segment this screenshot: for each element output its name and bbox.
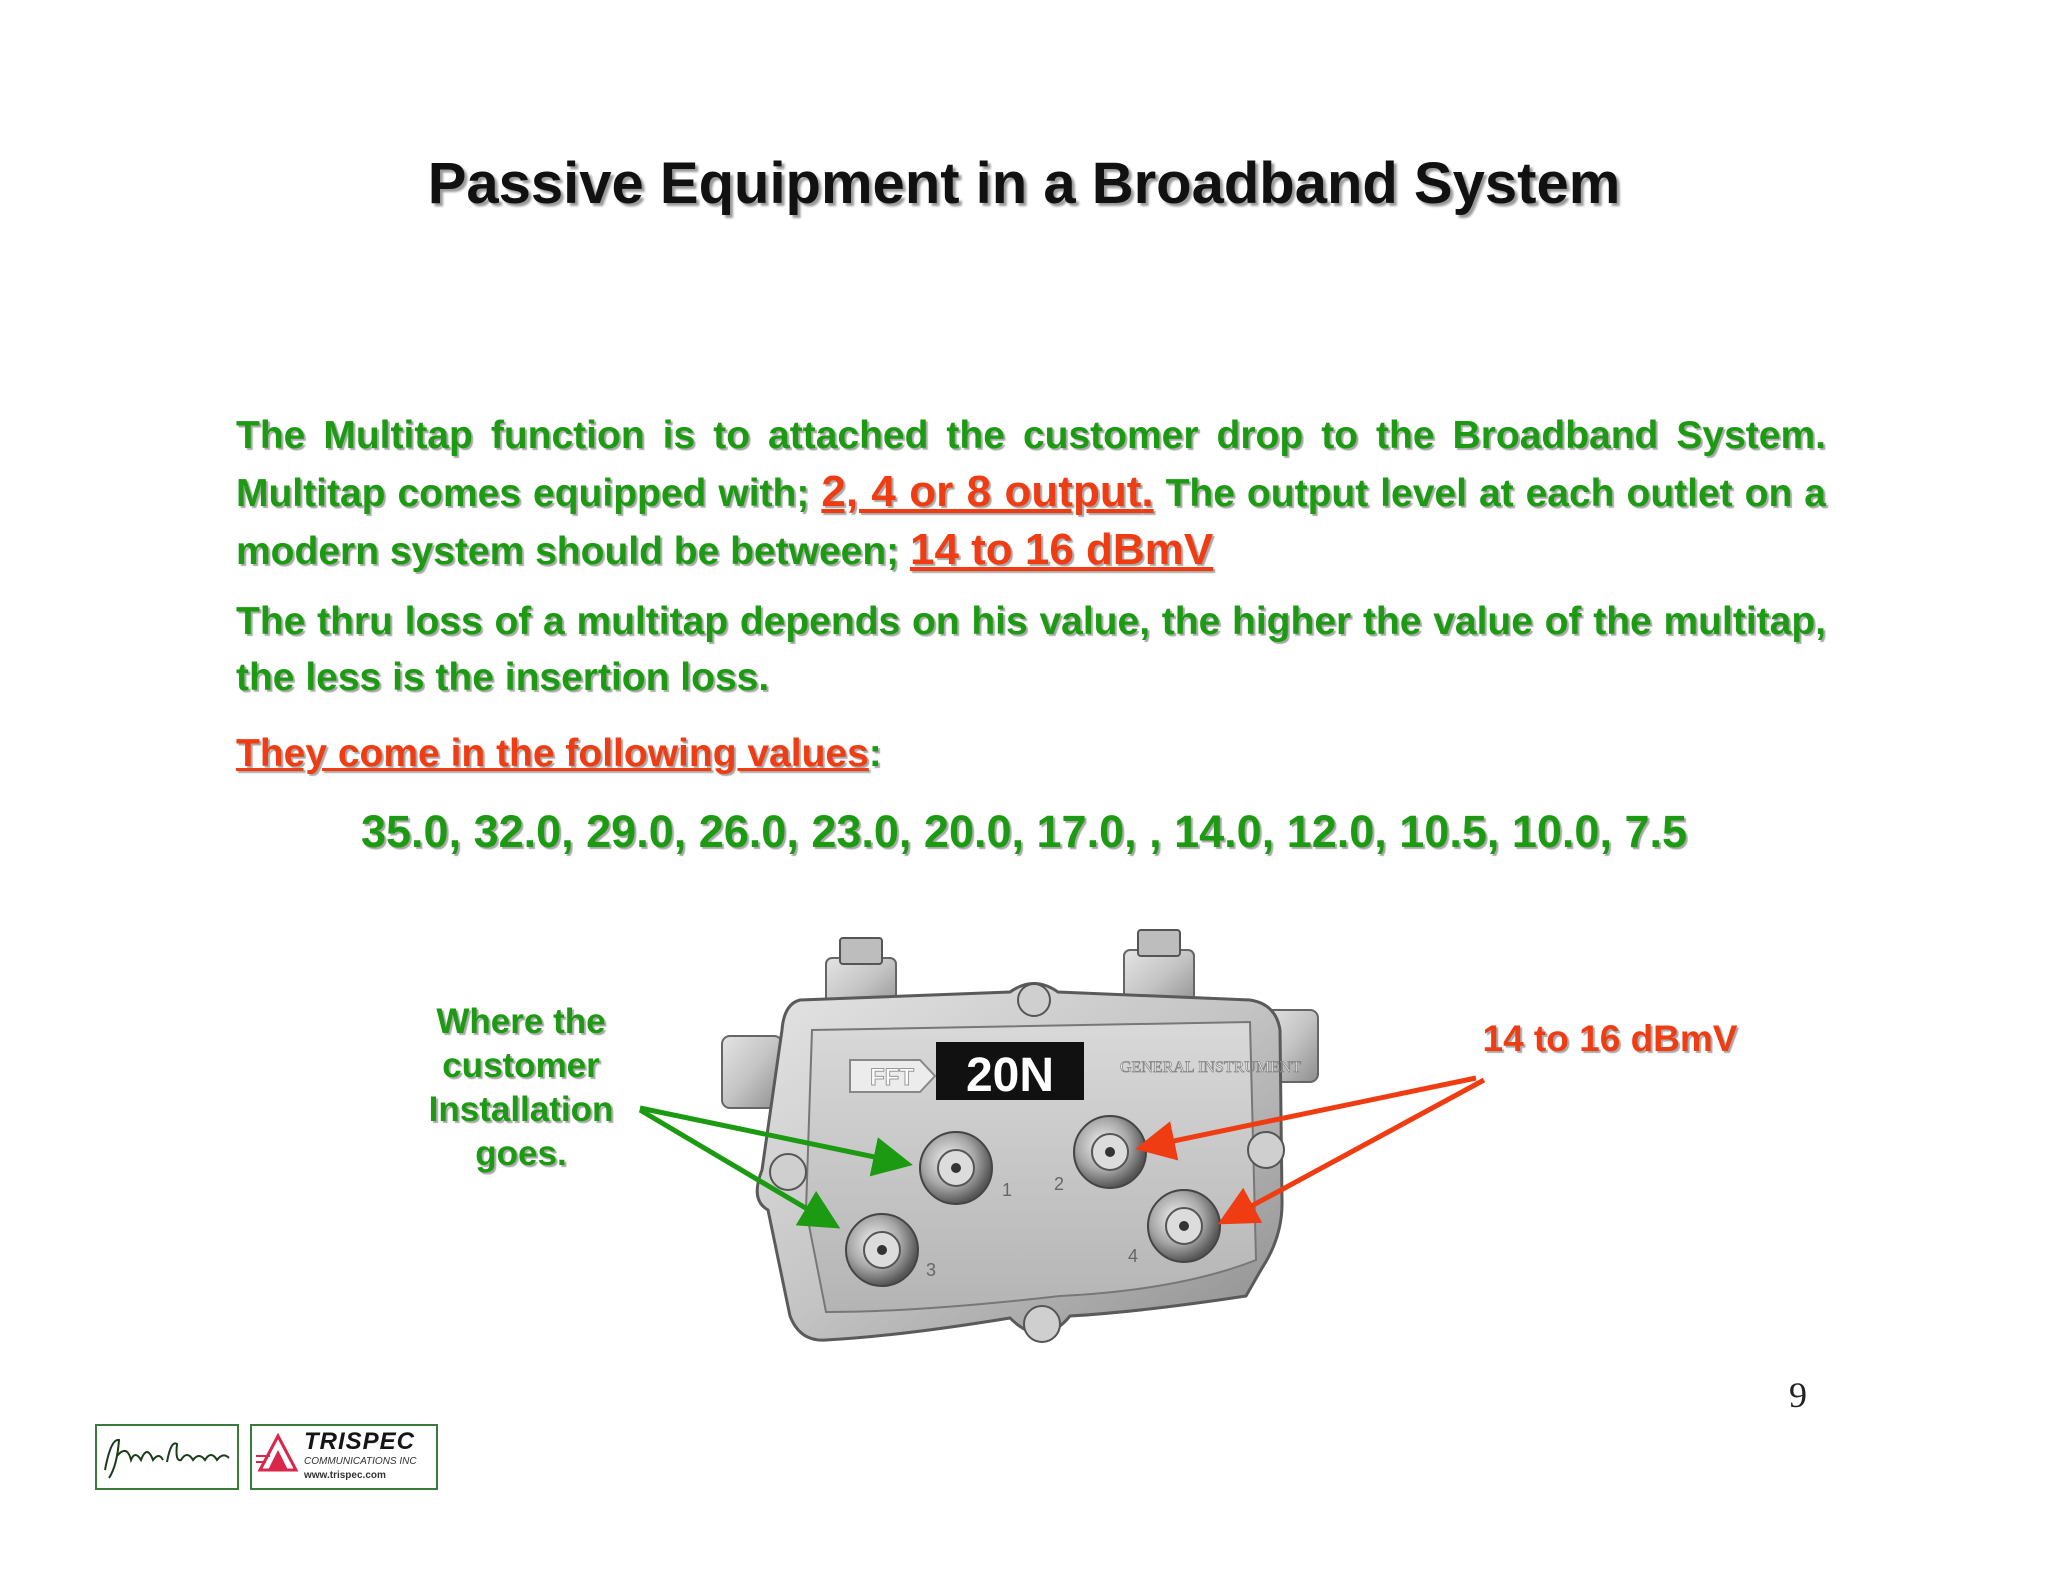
multitap-description: The Multitap function is to attached the… — [236, 408, 1826, 580]
arrow-to-port-1 — [639, 1105, 913, 1177]
output-port-2 — [1073, 1115, 1147, 1189]
callout-line-1: Where the — [436, 1002, 606, 1041]
output-port-1 — [919, 1131, 993, 1205]
thru-loss-description: The thru loss of a multitap depends on h… — [236, 600, 1826, 699]
arrow-to-port-3 — [638, 1107, 841, 1229]
device-brand: GENERAL INSTRUMENT — [1120, 1059, 1301, 1076]
logo-website: www.trispec.com — [304, 1470, 386, 1481]
triangle-logo-icon — [256, 1432, 299, 1472]
logo-company-name: TRISPEC — [304, 1428, 416, 1455]
page-number: 9 — [1789, 1375, 1807, 1415]
values-heading-text: They come in the following values — [236, 732, 869, 775]
multitap-text-2: The output level at each outlet on a mod… — [236, 472, 1826, 573]
values-heading: They come in the following values: — [236, 732, 882, 776]
device-label-plate — [936, 1042, 1084, 1100]
slide-title: Passive Equipment in a Broadband System — [427, 151, 1621, 216]
output-port-4 — [1147, 1189, 1221, 1263]
multitap-text-1: The Multitap function is to attached the… — [236, 414, 1826, 515]
port-number-3: 3 — [926, 1260, 936, 1280]
signature-icon — [104, 1438, 230, 1479]
values-heading-colon: : — [868, 732, 882, 775]
port-number-4: 4 — [1128, 1246, 1138, 1266]
output-count-highlight: 2, 4 or 8 output — [821, 467, 1142, 516]
output-period: . — [1141, 467, 1154, 516]
callout-line-4: goes. — [475, 1134, 567, 1173]
output-port-3 — [845, 1213, 919, 1287]
tap-values-list: 35.0, 32.0, 29.0, 26.0, 23.0, 20.0, 17.0… — [360, 806, 1688, 857]
device-label: 20N — [966, 1049, 1054, 1102]
logo-company-sub: COMMUNICATIONS INC — [304, 1456, 417, 1467]
signature-logo — [95, 1424, 239, 1490]
port-number-1: 1 — [1002, 1180, 1012, 1200]
customer-installation-callout: Where the customer Installation goes. — [410, 1000, 632, 1176]
callout-line-2: customer — [442, 1046, 600, 1085]
output-level-highlight: 14 to 16 dBmV — [909, 525, 1214, 574]
arrow-to-port-2 — [1135, 1075, 1477, 1161]
arrow-to-port-4 — [1217, 1077, 1486, 1225]
output-level-callout: 14 to 16 dBmV — [1482, 1018, 1738, 1059]
trispec-logo: TRISPEC COMMUNICATIONS INC www.trispec.c… — [250, 1424, 438, 1490]
device-badge: FFT — [870, 1064, 914, 1091]
port-number-2: 2 — [1054, 1174, 1064, 1194]
callout-line-3: Installation — [428, 1090, 614, 1129]
